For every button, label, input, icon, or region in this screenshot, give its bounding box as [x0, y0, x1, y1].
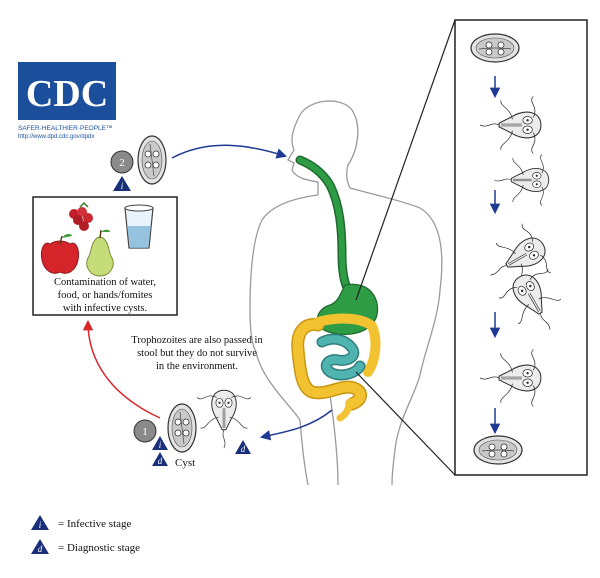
human-body-outline: [249, 100, 443, 486]
transverse-colon: [313, 313, 381, 377]
glass-of-water-icon: [124, 204, 154, 249]
stage-1-diagnostic-letter: d: [158, 456, 163, 466]
legend-infective-letter: i: [39, 520, 42, 530]
rectum: [336, 398, 354, 422]
legend-diagnostic-marker: [31, 539, 49, 554]
legend-diagnostic-label: = Diagnostic stage: [58, 542, 140, 554]
trophozoite-note-line-2: stool but they do not survive: [137, 348, 257, 359]
stage-1-infective-marker: [152, 436, 168, 450]
panel-cyst-bottom: [473, 435, 523, 465]
legend-diagnostic-letter: d: [38, 544, 43, 554]
stage-1-number: 1: [142, 426, 148, 438]
legend: i = Infective stage d = Diagnostic stage: [31, 515, 140, 554]
head-outline: [299, 100, 359, 189]
trophozoite-diagnostic-letter: d: [241, 444, 246, 454]
center-line: [329, 394, 339, 486]
cdc-logo: CDC SAFER·HEALTHIER·PEOPLE™ http://www.d…: [18, 62, 116, 140]
trophozoite-note-line-1: Trophozoites are also passed in: [131, 335, 263, 346]
stage-2-cyst-icon: [137, 135, 167, 185]
stage-2-infective-letter: i: [121, 181, 124, 191]
cdc-tagline: SAFER·HEALTHIER·PEOPLE™: [18, 125, 113, 132]
stage-1-stool-stages: 1 i d Cyst d: [133, 389, 252, 469]
raspberry-icon: [69, 201, 93, 231]
pear-icon: [86, 229, 114, 277]
stage-2-number: 2: [119, 157, 125, 169]
stage-2-infective-marker: [113, 176, 131, 191]
legend-infective-label: = Infective stage: [58, 518, 132, 530]
trophozoite-diagnostic-marker: [235, 440, 251, 454]
stage-1-diagnostic-marker: [152, 452, 168, 466]
trophozoite-note: Trophozoites are also passed in stool bu…: [131, 335, 263, 372]
right-side-outline: [391, 289, 441, 486]
cyst-label: Cyst: [175, 457, 195, 469]
stage-2-infective-cyst: 2 i: [110, 135, 167, 191]
cdc-url: http://www.dpd.cdc.gov/dpdx: [18, 134, 94, 140]
contamination-box: Contamination of water, food, or hands/f…: [32, 196, 178, 316]
zoom-lines: [355, 19, 456, 476]
zoom-line-bottom: [355, 371, 456, 476]
arrow-excretion: [259, 409, 333, 441]
intestine-detail-panel: [454, 19, 588, 476]
contamination-line-3: with infective cysts.: [63, 303, 147, 314]
left-torso-outline: [249, 194, 319, 353]
digestive-tract: [291, 155, 381, 422]
apple-icon: [41, 234, 79, 274]
stage-1-infective-letter: i: [159, 440, 162, 450]
stage-1-trophozoite-icon: [196, 389, 252, 449]
cdc-logo-background: [18, 62, 116, 120]
arrow-contamination: [82, 319, 161, 419]
stage-1-cyst-icon: [167, 403, 197, 453]
zoom-line-top: [355, 19, 456, 301]
small-intestine: [318, 335, 364, 379]
esophagus: [297, 157, 351, 293]
stage-2-number-circle: [110, 150, 134, 174]
arrow-ingestion: [171, 144, 288, 159]
contamination-line-2: food, or hands/fomites: [58, 290, 153, 301]
cdc-logo-text: CDC: [26, 73, 108, 115]
colon: [292, 319, 366, 409]
stage-1-number-circle: [133, 419, 157, 443]
right-shoulder-outline: [349, 187, 443, 291]
left-leg-outline: [255, 351, 309, 486]
face-profile: [287, 114, 319, 195]
legend-infective-marker: [31, 515, 49, 530]
trophozoite-note-line-3: in the environment.: [156, 361, 238, 372]
contamination-line-1: Contamination of water,: [54, 277, 156, 288]
panel-cyst-top: [470, 33, 520, 63]
